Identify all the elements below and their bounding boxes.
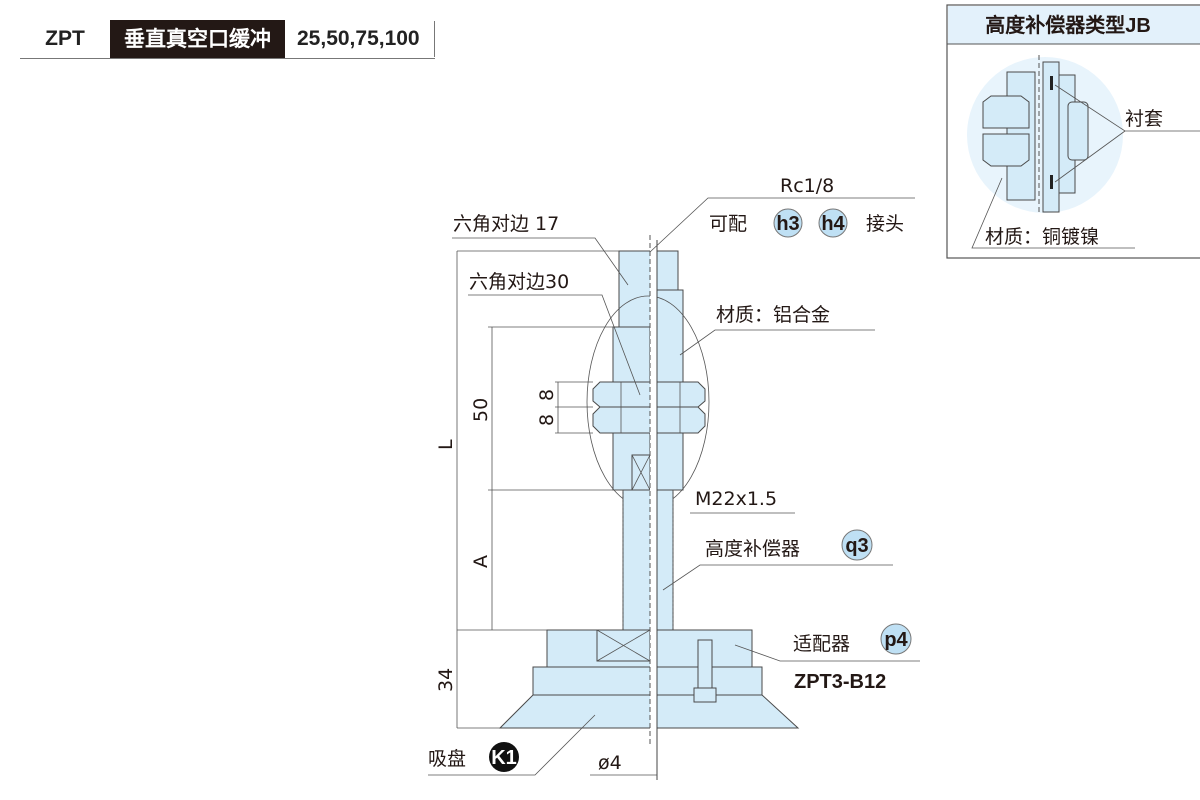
buffer-assembly xyxy=(498,235,800,780)
compensator-label: 高度补偿器 xyxy=(705,538,800,560)
fitting-suffix: 接头 xyxy=(866,213,904,235)
h4-code: h4 xyxy=(821,213,845,235)
p4-code: p4 xyxy=(884,629,908,651)
k1-badge xyxy=(489,742,519,772)
inset-title: 高度补偿器类型JB xyxy=(985,13,1151,37)
dim-L: L xyxy=(435,439,457,450)
fitting-prefix: 可配 xyxy=(709,213,747,235)
h4-badge xyxy=(818,208,848,238)
dim-nut-2: 8 xyxy=(536,414,558,426)
adapter-label: 适配器 xyxy=(793,633,850,655)
hex17-label: 六角对边 17 xyxy=(453,213,559,235)
adapter-model: ZPT3-B12 xyxy=(794,671,886,693)
material-al-label: 材质：铝合金 xyxy=(716,304,830,326)
inset-jb: 高度补偿器类型JB 衬套 材质：铜镀镍 xyxy=(946,4,1200,259)
leader-lines xyxy=(428,197,920,776)
h3-badge xyxy=(773,208,803,238)
dimension-lines xyxy=(456,250,623,729)
inset-material-label: 材质：铜镀镍 xyxy=(985,226,1099,248)
pad-label: 吸盘 xyxy=(428,748,466,770)
q3-badge xyxy=(841,529,873,561)
series-code: ZPT xyxy=(45,27,85,50)
thread-label: M22x1.5 xyxy=(695,488,777,510)
bore-label: ø4 xyxy=(598,752,622,774)
hex30-label: 六角对边30 xyxy=(469,271,569,293)
inset-bushing-label: 衬套 xyxy=(1125,108,1163,130)
h3-code: h3 xyxy=(776,213,799,235)
dim-nut-1: 8 xyxy=(536,389,558,401)
q3-code: q3 xyxy=(845,535,868,557)
k1-code: K1 xyxy=(491,747,517,769)
series-sizes: 25,50,75,100 xyxy=(285,21,435,57)
dim-A: A xyxy=(470,555,492,568)
series-title: 垂直真空口缓冲 xyxy=(110,20,285,58)
dim-50: 50 xyxy=(470,398,492,422)
p4-badge xyxy=(880,623,912,655)
dim-34: 34 xyxy=(435,668,457,692)
header-bar: ZPT 垂直真空口缓冲 25,50,75,100 xyxy=(20,20,435,59)
rc-label: Rc1/8 xyxy=(780,175,834,197)
